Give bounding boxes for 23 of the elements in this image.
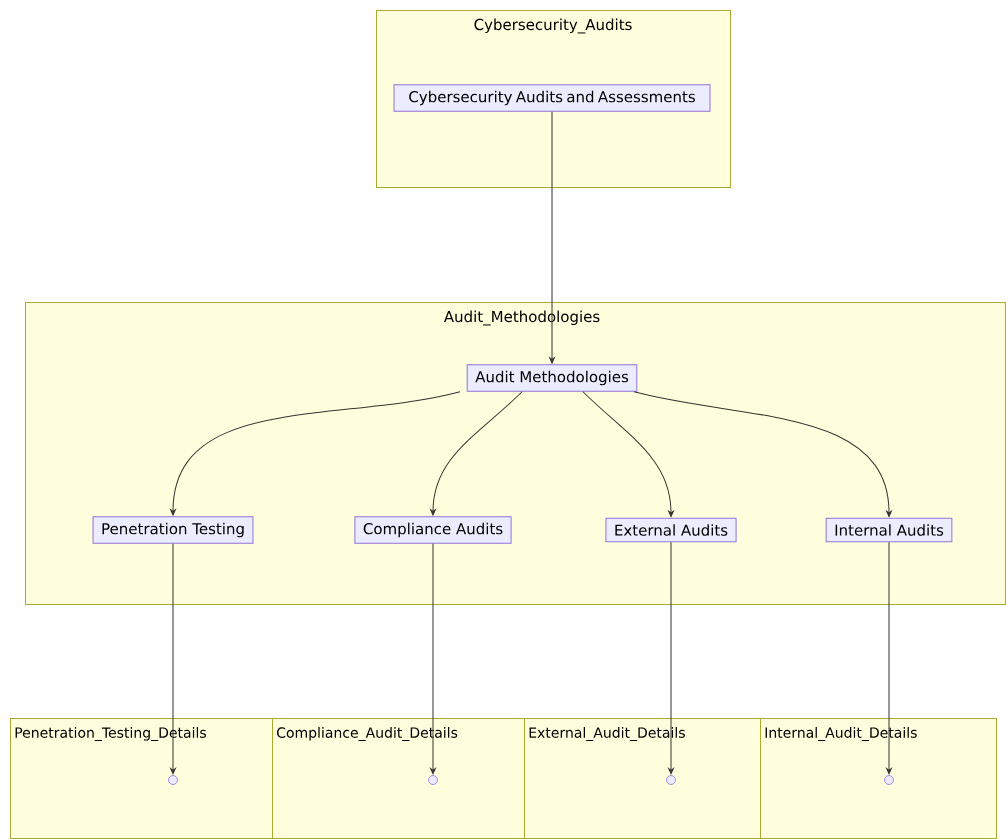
process-box: Compliance Audits [354,516,512,544]
group-box: Penetration_Testing_Details [10,718,273,839]
arrow [170,543,176,775]
group-box: Compliance_Audit_Details [272,718,525,839]
process-box: Internal Audits [825,517,953,543]
node-label: Penetration_Testing_Details [15,727,206,741]
node-label: Internal_Audit_Details [765,727,917,741]
node-label: External_Audit_Details [529,727,685,741]
process-box: External Audits [605,517,737,543]
process-box: Cybersecurity Audits and Assessments [393,84,711,112]
group-box: External_Audit_Details [524,718,761,839]
arrow [430,543,436,775]
group-box: Internal_Audit_Details [760,718,997,839]
arrow [430,391,523,516]
arrow [582,391,674,517]
process-box: Audit Methodologies [466,364,638,392]
arrow [549,111,555,364]
arrow [633,391,892,517]
node-label: Compliance_Audit_Details [276,727,458,741]
arrow [170,391,461,516]
process-box: Penetration Testing [92,516,254,544]
arrow [886,541,892,775]
arrow [668,541,674,775]
